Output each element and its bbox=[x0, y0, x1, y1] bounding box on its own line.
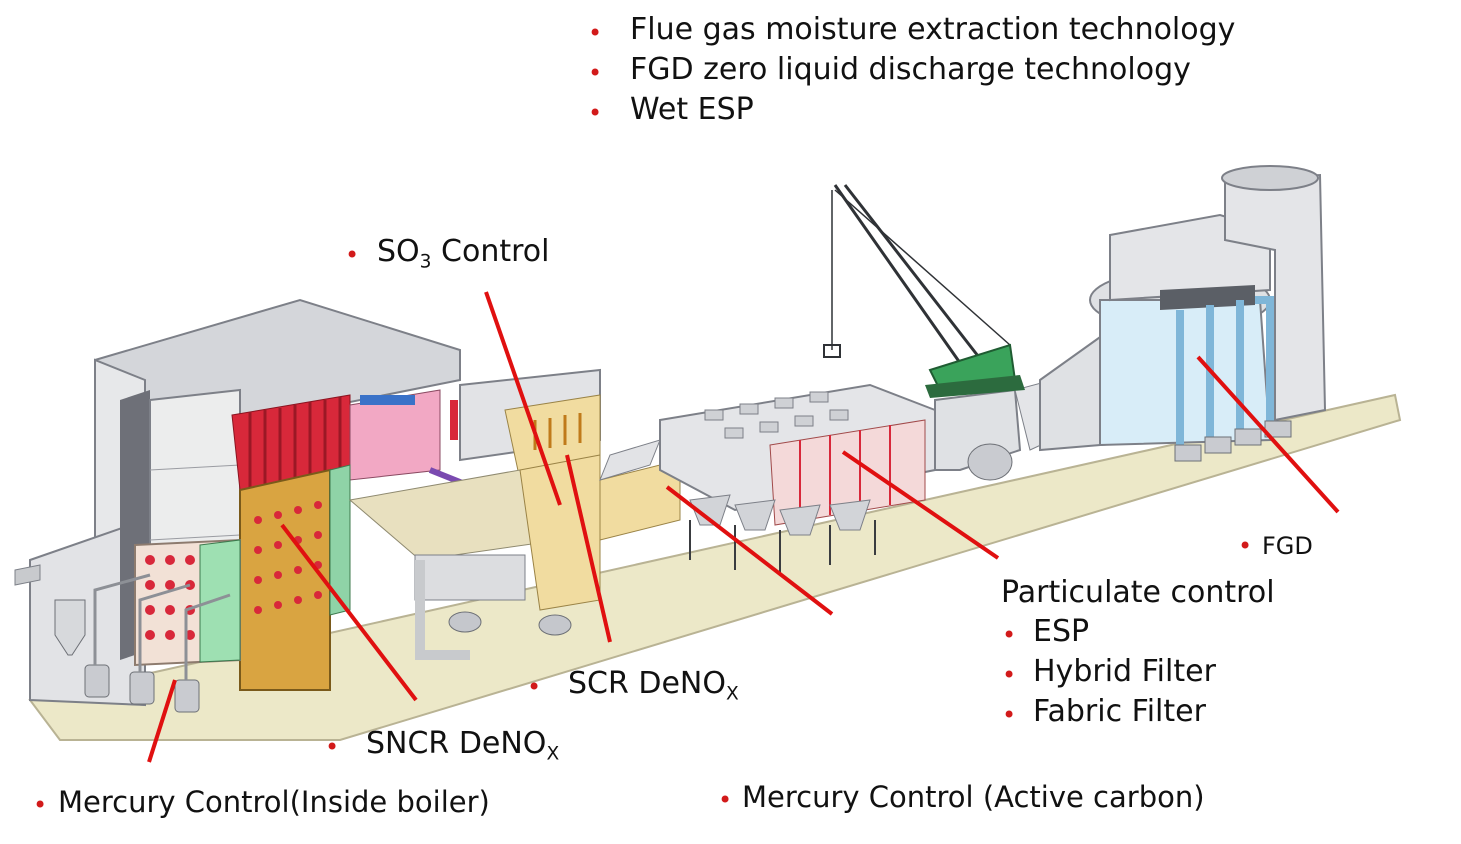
crane-illustration bbox=[823, 184, 1025, 398]
bullet-dot: • bbox=[1002, 661, 1017, 689]
bullet-dot: • bbox=[588, 59, 603, 87]
bullet-dot: • bbox=[1002, 621, 1017, 649]
leader-sncr bbox=[280, 523, 418, 702]
mercury-carbon-label: Mercury Control (Active carbon) bbox=[742, 780, 1205, 814]
particulate-item-hybrid: Hybrid Filter bbox=[1033, 654, 1216, 689]
leader-particulate bbox=[841, 450, 1000, 560]
top-list-item-1: Flue gas moisture extraction technology bbox=[630, 12, 1236, 47]
leader-so3 bbox=[484, 291, 562, 506]
stack-illustration bbox=[1224, 173, 1327, 422]
bullet-dot: • bbox=[1002, 701, 1017, 729]
so3-control-label: SO3 Control bbox=[377, 234, 550, 273]
leader-mercury-carbon bbox=[665, 485, 834, 616]
fgd-illustration bbox=[1039, 165, 1327, 462]
leader-fgd bbox=[1196, 355, 1340, 514]
bullet-dot: • bbox=[718, 786, 733, 814]
esp-illustration bbox=[659, 383, 936, 575]
particulate-item-fabric: Fabric Filter bbox=[1033, 694, 1206, 729]
bullet-dot: • bbox=[1238, 532, 1253, 560]
sncr-denox-label: SNCR DeNOX bbox=[366, 726, 560, 765]
leader-scr bbox=[565, 454, 612, 643]
particulate-title: Particulate control bbox=[1001, 575, 1275, 610]
top-list-item-3: Wet ESP bbox=[630, 92, 754, 127]
bullet-dot: • bbox=[325, 733, 340, 761]
bullet-dot: • bbox=[588, 99, 603, 127]
particulate-item-esp: ESP bbox=[1033, 614, 1090, 649]
scr-denox-label: SCR DeNOX bbox=[568, 666, 739, 705]
scr-reactor-illustration bbox=[348, 368, 601, 660]
boiler-illustration bbox=[14, 298, 482, 713]
mercury-boiler-label: Mercury Control(Inside boiler) bbox=[58, 785, 490, 819]
top-list-item-2: FGD zero liquid discharge technology bbox=[630, 52, 1191, 87]
fgd-label: FGD bbox=[1262, 532, 1313, 560]
leader-lines bbox=[147, 291, 1340, 763]
bullet-dot: • bbox=[527, 673, 542, 701]
duct-illustration bbox=[599, 459, 681, 541]
ground-slab bbox=[28, 393, 1402, 741]
bullet-dot: • bbox=[588, 19, 603, 47]
bullet-dot: • bbox=[33, 791, 48, 819]
bullet-dot: • bbox=[345, 241, 360, 269]
leader-mercury-boiler bbox=[147, 679, 177, 763]
